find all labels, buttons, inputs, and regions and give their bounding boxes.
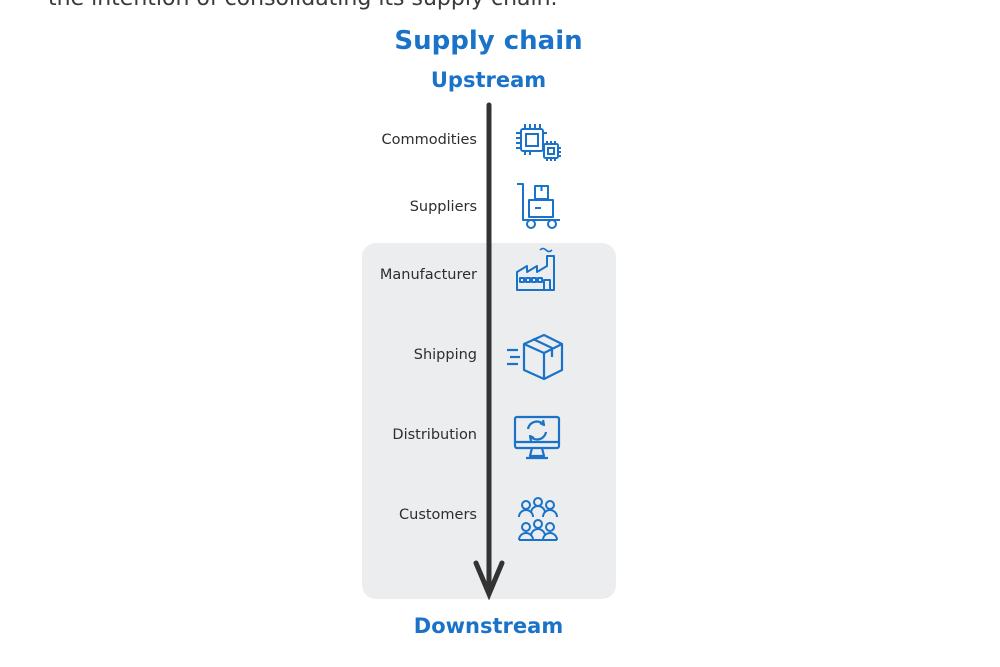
stage-label-distribution: Distribution <box>392 427 477 443</box>
monitor-refresh-icon <box>512 414 564 464</box>
factory-icon <box>514 246 564 292</box>
stage-label-commodities: Commodities <box>381 132 477 148</box>
package-delivery-icon <box>504 332 566 382</box>
flow-arrow <box>473 102 505 600</box>
diagram-title: Supply chain <box>394 26 583 56</box>
downstream-label: Downstream <box>413 614 564 638</box>
microchip-icon <box>514 122 566 164</box>
people-group-icon <box>514 496 562 546</box>
hand-truck-icon <box>514 182 564 230</box>
stage-label-customers: Customers <box>399 507 477 523</box>
stage-label-suppliers: Suppliers <box>409 199 477 215</box>
stage-label-manufacturer: Manufacturer <box>379 267 477 283</box>
stage-label-shipping: Shipping <box>413 347 477 363</box>
intro-text: the intention of consolidating its suppl… <box>48 0 558 11</box>
upstream-label: Upstream <box>430 68 547 92</box>
